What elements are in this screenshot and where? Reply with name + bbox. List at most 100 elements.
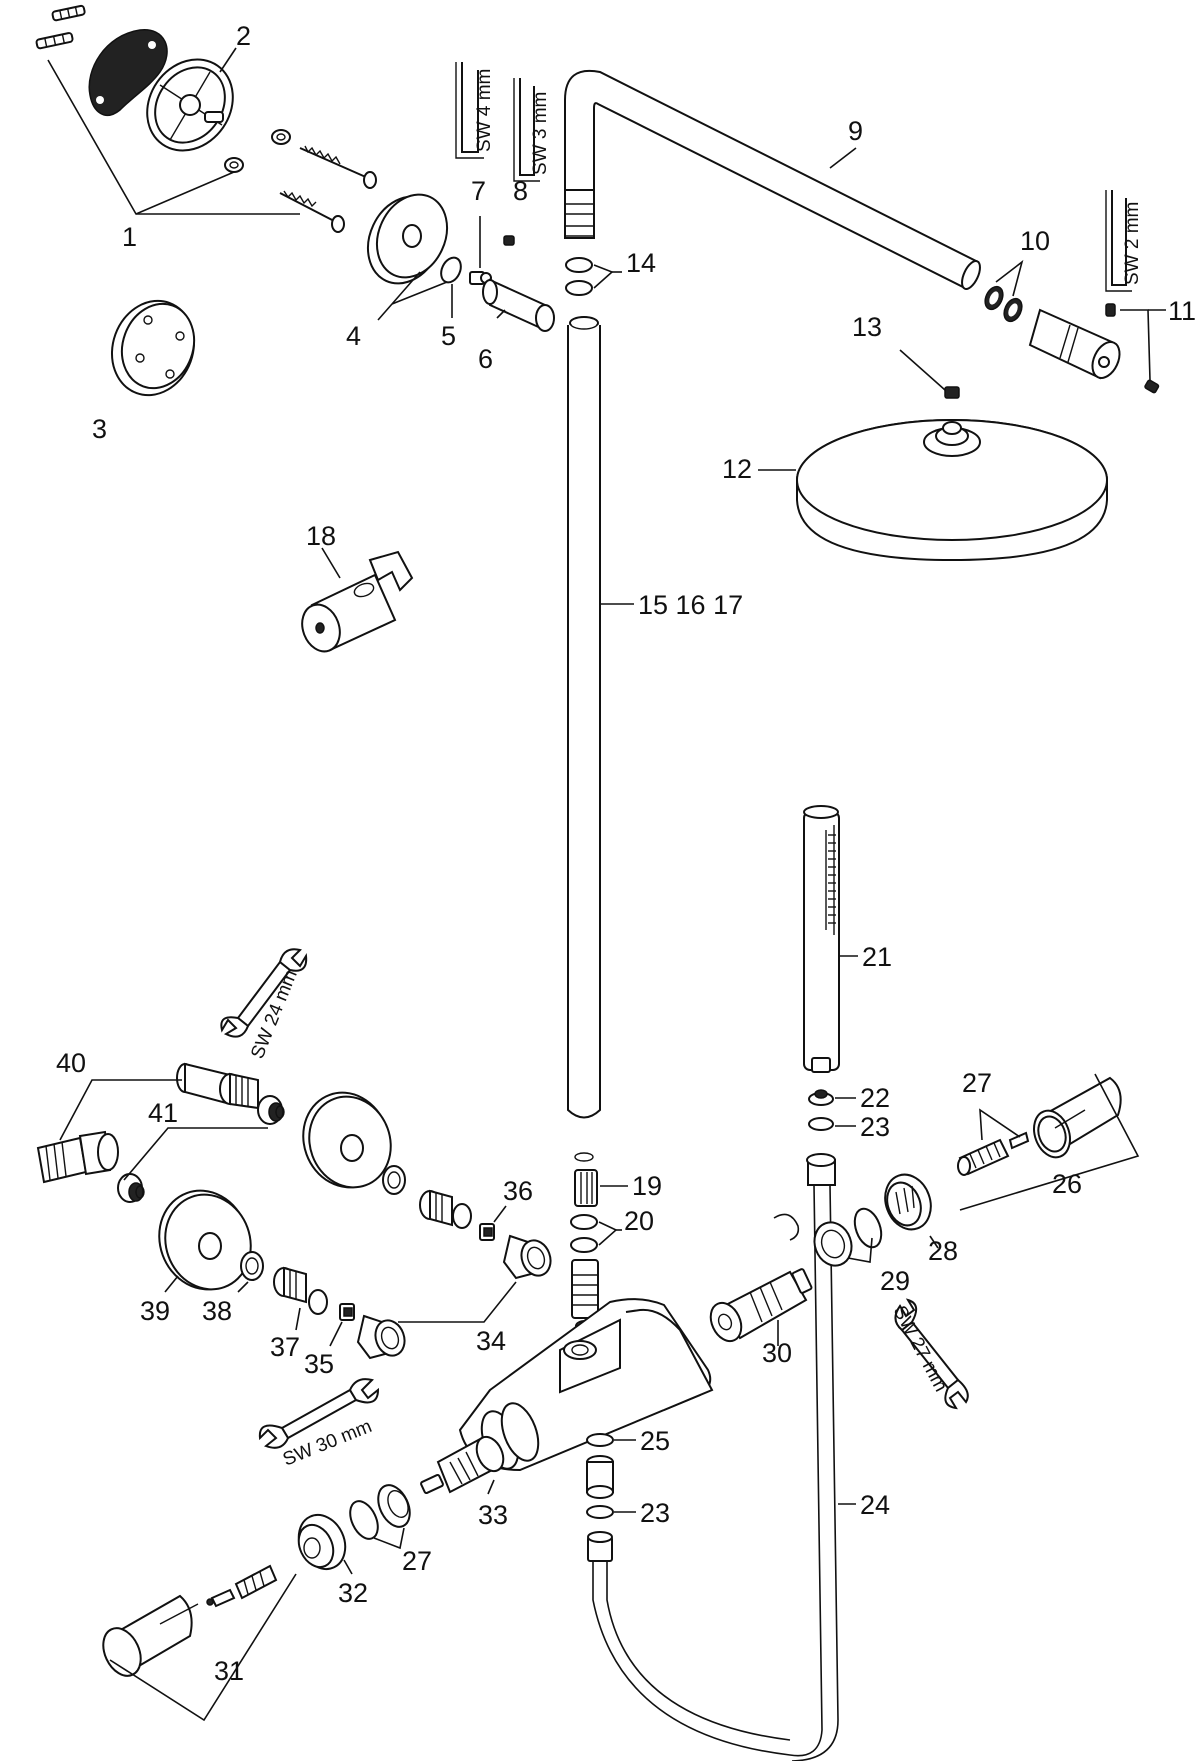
label-28: 28 [928, 1236, 958, 1266]
label-27b: 27 [402, 1546, 432, 1576]
rosette-upper [302, 1091, 392, 1189]
washer-25 [586, 1433, 614, 1447]
adjusting-ring-28 [884, 1173, 932, 1231]
nut-and-ring-29 [813, 1207, 883, 1267]
hex-key-sw2-icon [1105, 190, 1132, 292]
label-32: 32 [338, 1578, 368, 1608]
washer-38 [240, 1251, 264, 1281]
label-39: 39 [140, 1296, 170, 1326]
label-31: 31 [214, 1656, 244, 1686]
thermostat-cartridge-30 [709, 1268, 813, 1343]
flow-handle-31 [102, 1594, 199, 1677]
riser-pipe [567, 316, 601, 1119]
o-rings-14 [565, 257, 593, 296]
label-38: 38 [202, 1296, 232, 1326]
check-valve-35 [339, 1303, 355, 1321]
flow-cartridge-33 [420, 1435, 505, 1495]
washer-23b [586, 1505, 614, 1519]
label-10: 10 [1020, 226, 1050, 256]
union-nut-34-lower [356, 1314, 406, 1360]
tool-label-sw4: SW 4 mm [474, 69, 495, 152]
label-4: 4 [346, 321, 361, 351]
shower-arm [564, 69, 981, 290]
label-22: 22 [860, 1083, 890, 1113]
s-union-40-upper [176, 1062, 259, 1110]
label-27a: 27 [962, 1068, 992, 1098]
wall-rosette [367, 193, 448, 285]
tool-label-sw2: SW 2 mm [1122, 202, 1143, 285]
label-35: 35 [304, 1349, 334, 1379]
label-40: 40 [56, 1048, 86, 1078]
label-15-16-17: 15 16 17 [638, 590, 743, 620]
label-24: 24 [860, 1490, 890, 1520]
adjusting-ring-32 [297, 1513, 347, 1571]
wall-plugs [35, 4, 86, 50]
label-13: 13 [852, 312, 882, 342]
label-12: 12 [722, 454, 752, 484]
eccentric-upper [419, 1189, 495, 1241]
tool-label-sw27: SW 27 mm [889, 1302, 952, 1395]
label-20: 20 [624, 1206, 654, 1236]
clip-icon [773, 1213, 800, 1241]
grub-screw-8 [503, 235, 515, 246]
label-30: 30 [762, 1338, 792, 1368]
washer-23a [808, 1117, 834, 1131]
arm-o-rings-10 [984, 285, 1023, 323]
temperature-handle-26 [1033, 1076, 1122, 1159]
o-rings-20 [570, 1214, 598, 1253]
wall-gasket [88, 29, 168, 116]
label-41: 41 [148, 1098, 178, 1128]
spindle-extension-lower [206, 1564, 278, 1608]
washer-upper [382, 1165, 406, 1195]
label-19: 19 [632, 1171, 662, 1201]
wall-holder [482, 278, 555, 332]
shower-hose [587, 1153, 839, 1761]
label-1: 1 [122, 222, 137, 252]
hex-key-sw3-icon [513, 78, 540, 182]
label-6: 6 [478, 344, 493, 374]
check-valve-41-lower [117, 1173, 145, 1203]
label-7: 7 [471, 176, 486, 206]
label-36: 36 [503, 1176, 533, 1206]
wrench-sw27-icon [894, 1298, 969, 1410]
wrench-sw24-icon [220, 948, 308, 1038]
label-29: 29 [880, 1266, 910, 1296]
label-21: 21 [862, 942, 892, 972]
label-14: 14 [626, 248, 656, 278]
screw-washers [224, 129, 291, 173]
overhead-shower [796, 419, 1108, 562]
mounting-plate [146, 58, 234, 152]
wood-screws [279, 145, 377, 233]
check-valve-41-upper [257, 1095, 285, 1125]
rosette-39 [158, 1189, 252, 1291]
label-8: 8 [513, 176, 528, 206]
tool-label-sw3: SW 3 mm [530, 92, 551, 175]
label-5: 5 [441, 321, 456, 351]
label-23a: 23 [860, 1112, 890, 1142]
union-nut-34-upper [502, 1234, 552, 1280]
spindle-extension-27 [957, 1131, 1030, 1176]
wrench-sw30-icon [258, 1378, 380, 1449]
ball-joint [1028, 308, 1121, 380]
label-25: 25 [640, 1426, 670, 1456]
eccentric-37 [273, 1266, 328, 1315]
s-union-40-lower [36, 1130, 119, 1184]
filter-22 [808, 1089, 834, 1106]
label-2: 2 [236, 21, 251, 51]
label-18: 18 [306, 521, 336, 551]
label-34: 34 [476, 1326, 506, 1356]
label-11: 11 [1168, 296, 1196, 326]
hand-shower-holder [301, 550, 414, 653]
hand-shower [803, 805, 840, 1073]
label-33: 33 [478, 1500, 508, 1530]
label-9: 9 [848, 116, 863, 146]
label-37: 37 [270, 1332, 300, 1362]
label-26: 26 [1052, 1169, 1082, 1199]
o-ring-5 [440, 256, 462, 284]
nipple-below-body [586, 1455, 614, 1499]
hex-key-sw4-icon [455, 62, 484, 159]
rings-27-lower [349, 1484, 411, 1540]
label-23b: 23 [640, 1498, 670, 1528]
cover-cap [110, 299, 196, 397]
